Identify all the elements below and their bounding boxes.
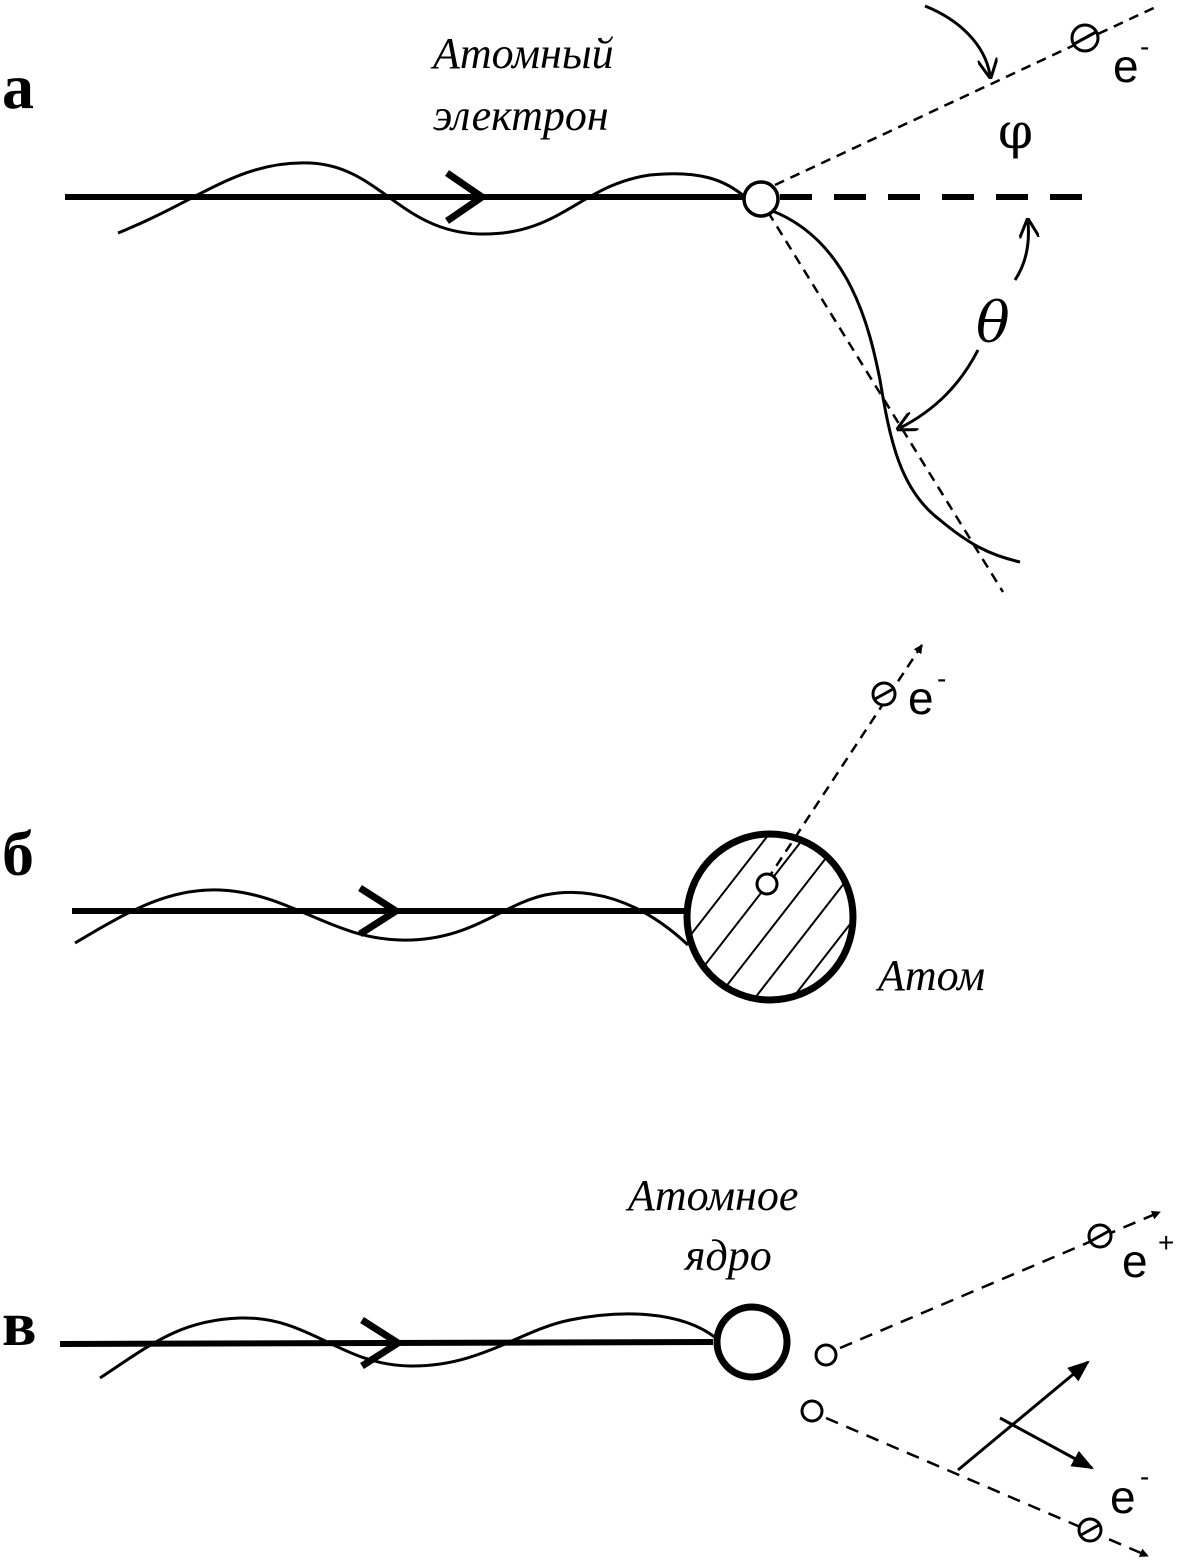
- electron-symbol-c: e: [1110, 1471, 1136, 1523]
- theta-angle-arrow-lower-icon: [900, 349, 980, 428]
- positron-origin-icon: [814, 1343, 838, 1367]
- photon-incoming-line-c: [59, 1339, 714, 1347]
- photon-wave-b: [74, 888, 690, 947]
- scattered-photon-direction: [766, 211, 1005, 593]
- positron-particle-icon: [1087, 1223, 1113, 1249]
- panel-b-letter: б: [2, 818, 34, 889]
- photon-direction-arrow-icon-b: [358, 885, 403, 937]
- positron-track: [839, 1210, 1161, 1350]
- scattered-photon-wave: [769, 208, 1021, 564]
- electron-origin-icon: [800, 1399, 824, 1423]
- panel-a-letter: а: [2, 51, 34, 122]
- scattered-photon-guide: [770, 210, 930, 500]
- theta-angle-arrow-upper-icon: [1013, 222, 1028, 281]
- atomic-electron-icon: [742, 180, 780, 218]
- atom-hatching: [687, 834, 853, 1000]
- photon-direction-arrow-icon-c: [360, 1317, 405, 1369]
- momentum-vector-up-icon: [957, 1360, 1090, 1472]
- label-atomic-electron-line1: Атомный: [430, 29, 614, 78]
- positron-symbol: e: [1122, 1235, 1148, 1287]
- electron-charge-b: -: [937, 663, 946, 694]
- momentum-vector-down-icon: [999, 1416, 1094, 1470]
- label-atomic-electron-line2: электрон: [433, 91, 609, 140]
- electron-charge-c: -: [1140, 1461, 1149, 1492]
- nucleus-circle: [713, 1303, 791, 1381]
- electron-particle-icon: [1070, 23, 1100, 53]
- label-nucleus-line1: Атомное: [625, 1171, 798, 1220]
- electron-symbol-b: e: [908, 672, 934, 724]
- phi-angle-arrow-icon: [924, 4, 990, 75]
- panel-b: б e - Атом: [2, 644, 985, 1004]
- electron-symbol-a: e: [1113, 40, 1139, 92]
- panel-a: а e - φ θ Атомный электр: [2, 3, 1161, 593]
- bound-electron-icon: [755, 872, 779, 896]
- atom-circle: [683, 830, 857, 1004]
- positron-charge: +: [1158, 1227, 1174, 1258]
- panel-c: в Атомное ядро e + e -: [2, 1171, 1174, 1558]
- photon-direction-arrow-icon: [445, 170, 489, 224]
- photon-wave-c: [99, 1312, 717, 1380]
- angle-phi-label: φ: [998, 102, 1033, 160]
- angle-theta-label: θ: [976, 291, 1010, 356]
- ejected-electron-icon: [871, 681, 897, 707]
- scattered-electron-track: [774, 3, 1161, 187]
- panel-c-letter: в: [2, 1288, 37, 1359]
- ejected-electron-track: [765, 644, 924, 881]
- electron-charge-a: -: [1140, 31, 1149, 62]
- photon-wave: [117, 161, 746, 236]
- label-nucleus-line2: ядро: [683, 1231, 772, 1280]
- label-atom: Атом: [875, 951, 985, 1000]
- electron-particle-icon-c: [1077, 1517, 1103, 1543]
